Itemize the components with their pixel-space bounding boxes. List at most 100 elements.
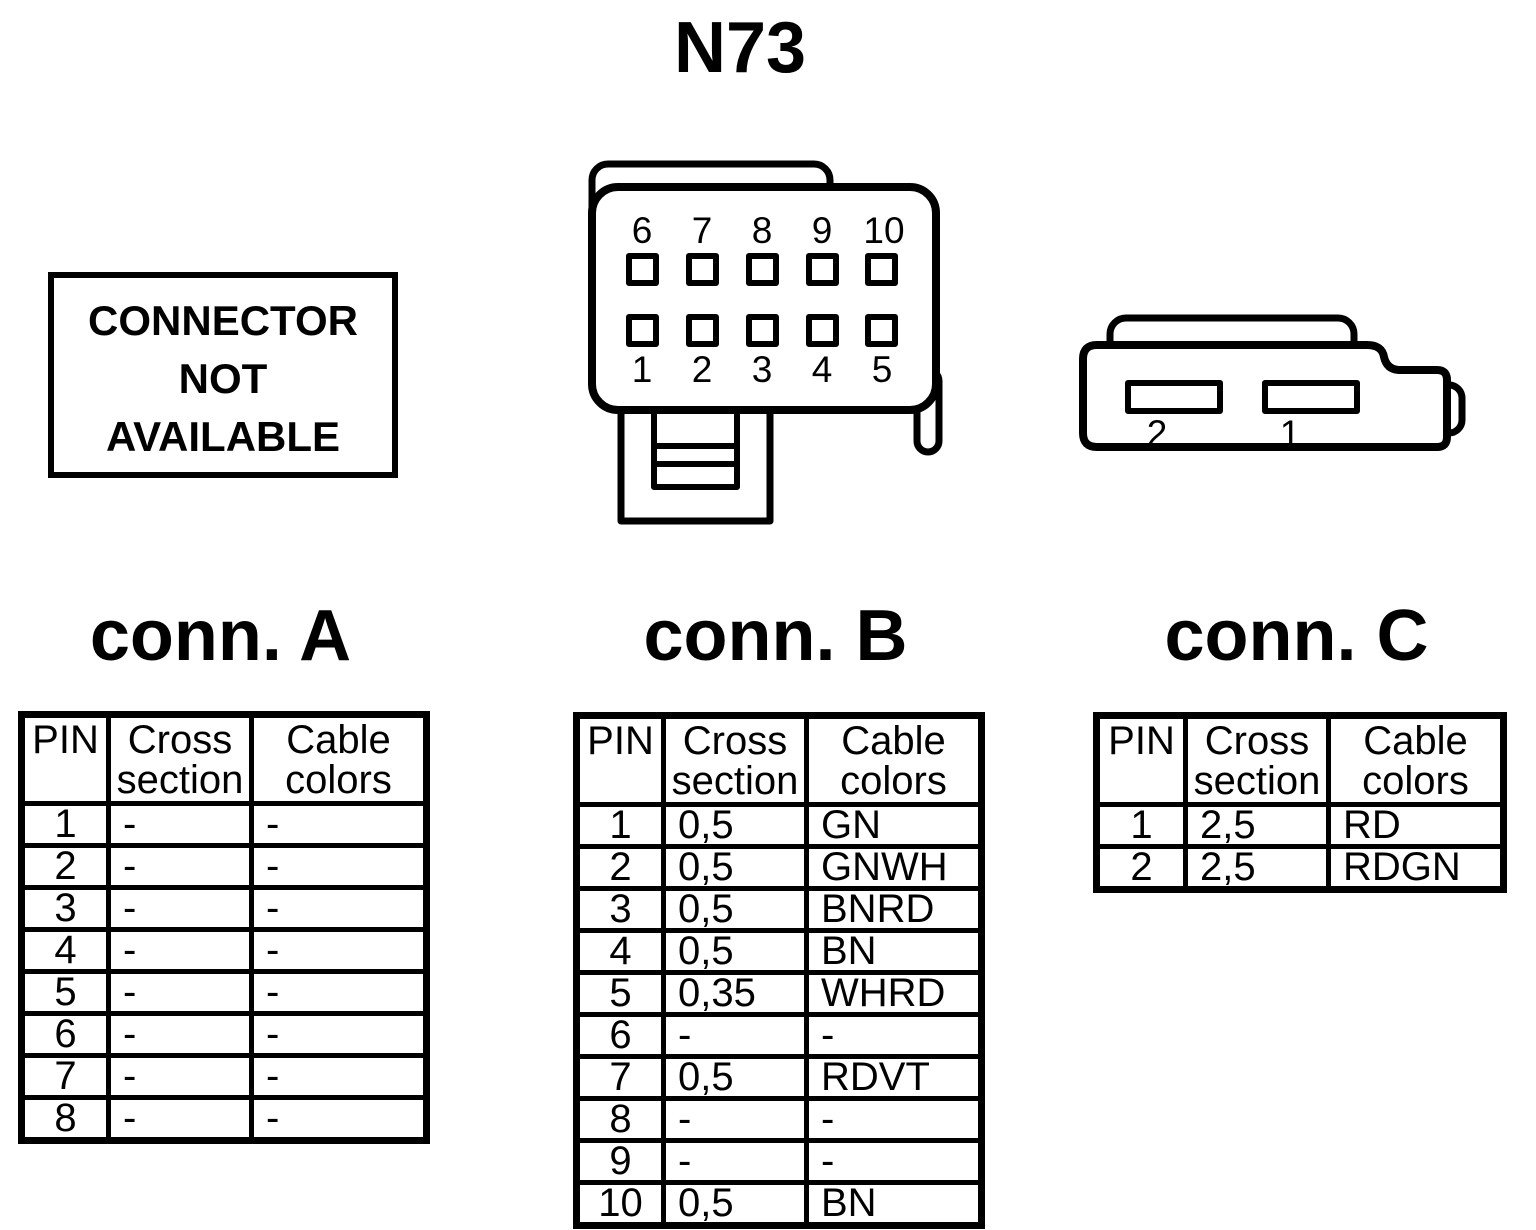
pin-cell: 8 (574, 1096, 666, 1143)
cross-cell: 0,5 (661, 1180, 809, 1228)
cross-cell: 2,5 (1183, 844, 1331, 892)
colors-cell: - (804, 1096, 984, 1143)
table-row: 2 0,5 GNWH (574, 844, 984, 891)
pin-square-10 (865, 253, 898, 286)
cross-cell: - (106, 843, 254, 890)
conn-b-col-pin: PIN (574, 713, 666, 807)
pin-square-1 (626, 314, 659, 347)
colors-cell: RD (1326, 802, 1506, 849)
pin-cell: 5 (19, 969, 111, 1016)
table-row: 3 - - (19, 885, 429, 932)
pin-cell: 1 (1094, 802, 1188, 849)
connector-b-diagram: 6 7 8 9 10 1 2 3 4 5 (588, 160, 943, 525)
colors-cell: GN (804, 802, 984, 849)
slot-number-2: 2 (1147, 413, 1168, 454)
pin-cell: 10 (574, 1180, 666, 1228)
cross-cell: 0,5 (661, 802, 809, 849)
cross-cell: - (106, 801, 254, 848)
cross-cell: - (661, 1096, 809, 1143)
na-line-1: CONNECTOR (88, 297, 358, 344)
pin-cell: 6 (574, 1012, 666, 1059)
connector-c-slot-2 (1125, 380, 1223, 414)
pin-cell: 5 (574, 970, 666, 1017)
colors-cell: - (249, 885, 429, 932)
pin-cell: 1 (574, 802, 666, 849)
table-row: 7 0,5 RDVT (574, 1054, 984, 1101)
table-row: 6 - - (574, 1012, 984, 1059)
table-row: 8 - - (574, 1096, 984, 1143)
na-line-3: AVAILABLE (105, 413, 341, 460)
pin-number-2: 2 (692, 349, 713, 390)
colors-cell: - (804, 1138, 984, 1185)
table-row: 2 - - (19, 843, 429, 890)
cross-cell: 0,35 (661, 970, 809, 1017)
pin-square-5 (865, 314, 898, 347)
na-line-2: NOT (178, 355, 268, 402)
conn-a-col-cable: Cable colors (249, 712, 429, 806)
conn-c-heading: conn. C (1164, 596, 1429, 676)
table-row: 1 0,5 GN (574, 802, 984, 849)
table-row: 1 2,5 RD (1094, 802, 1506, 849)
conn-b-col-cable: Cable colors (804, 713, 984, 807)
pin-cell: 8 (19, 1095, 111, 1143)
conn-c-col-pin: PIN (1094, 713, 1188, 807)
pin-number-8: 8 (752, 210, 773, 251)
conn-c-header-row: PIN Cross section Cable colors (1094, 713, 1506, 807)
table-row: 7 - - (19, 1053, 429, 1100)
pin-number-9: 9 (812, 210, 833, 251)
conn-b-table: PIN Cross section Cable colors 1 0,5 GN … (573, 712, 985, 1229)
colors-cell: - (249, 843, 429, 890)
cross-cell: - (661, 1138, 809, 1185)
pin-number-6: 6 (632, 210, 653, 251)
colors-cell: - (249, 1053, 429, 1100)
conn-a-heading: conn. A (89, 596, 352, 676)
pin-square-2 (686, 314, 719, 347)
colors-cell: RDGN (1326, 844, 1506, 892)
pin-number-3: 3 (752, 349, 773, 390)
colors-cell: - (249, 801, 429, 848)
conn-b-header-row: PIN Cross section Cable colors (574, 713, 984, 807)
pin-number-5: 5 (872, 349, 893, 390)
pin-number-7: 7 (692, 210, 713, 251)
table-row: 5 0,35 WHRD (574, 970, 984, 1017)
pin-cell: 3 (574, 886, 666, 933)
connector-c-diagram: 2 1 (1079, 314, 1466, 454)
conn-b-heading: conn. B (643, 596, 908, 676)
pin-cell: 3 (19, 885, 111, 932)
pin-cell: 9 (574, 1138, 666, 1185)
page-title: N73 (673, 8, 807, 88)
colors-cell: - (249, 1011, 429, 1058)
colors-cell: BN (804, 1180, 984, 1228)
cross-cell: 0,5 (661, 1054, 809, 1101)
table-row: 10 0,5 BN (574, 1180, 984, 1228)
table-row: 1 - - (19, 801, 429, 848)
table-row: 5 - - (19, 969, 429, 1016)
pin-cell: 2 (19, 843, 111, 890)
colors-cell: WHRD (804, 970, 984, 1017)
pin-number-4: 4 (812, 349, 833, 390)
connector-b-body (588, 183, 940, 414)
connector-c-pin-numbers: 2 1 (1147, 413, 1301, 454)
cross-cell: - (106, 885, 254, 932)
colors-cell: - (804, 1012, 984, 1059)
connector-b-pin-numbers: 6 7 8 9 10 1 2 3 4 5 (632, 210, 905, 390)
cross-cell: - (106, 1011, 254, 1058)
colors-cell: - (249, 927, 429, 974)
cross-cell: 2,5 (1183, 802, 1331, 849)
connector-c-slot-1 (1262, 380, 1360, 414)
cross-cell: - (661, 1012, 809, 1059)
cross-cell: - (106, 1095, 254, 1143)
cross-cell: 0,5 (661, 928, 809, 975)
conn-c-col-cross: Cross section (1183, 713, 1331, 807)
conn-a-col-pin: PIN (19, 712, 111, 806)
pin-cell: 2 (574, 844, 666, 891)
conn-c-table: PIN Cross section Cable colors 1 2,5 RD … (1093, 712, 1507, 893)
pin-number-10: 10 (863, 210, 904, 251)
table-row: 2 2,5 RDGN (1094, 844, 1506, 892)
table-row: 8 - - (19, 1095, 429, 1143)
cross-cell: - (106, 1053, 254, 1100)
pin-square-3 (746, 314, 779, 347)
pin-square-9 (806, 253, 839, 286)
pin-cell: 4 (19, 927, 111, 974)
